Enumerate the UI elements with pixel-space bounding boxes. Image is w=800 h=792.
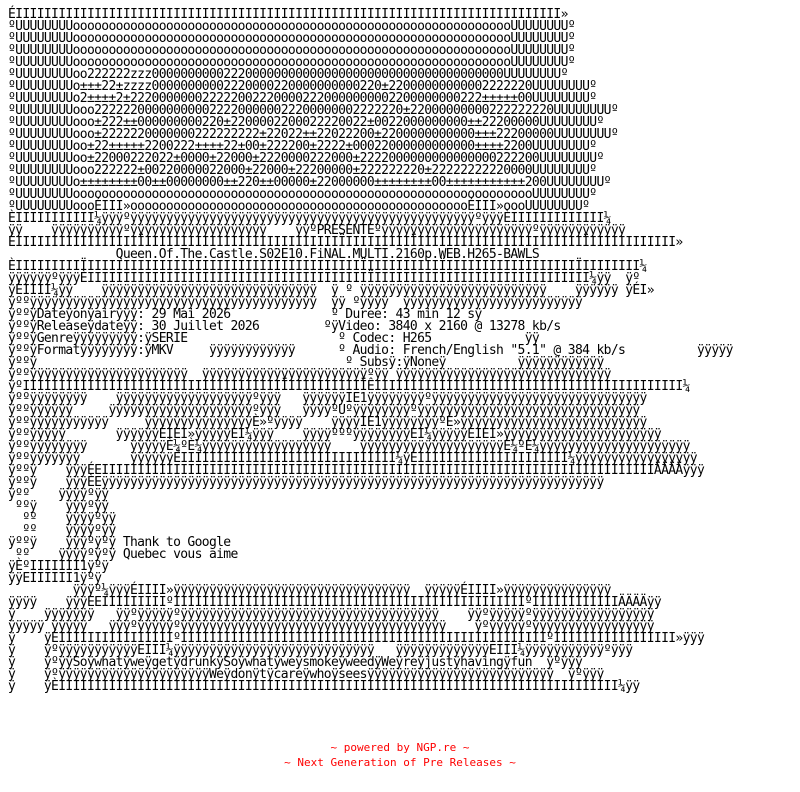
nfo-line: ºUUUUUUUUoooÉIII»ooooooooooooooooooooooo… (8, 199, 590, 214)
nfo-line: ºUUUUUUUUooo222222±00220000022000±22000±… (8, 163, 597, 178)
footer-tagline: ~ Next Generation of Pre Releases ~ (284, 756, 516, 769)
nfo-line: ÿ ÿºÿÿÿÿÿÿÿÿÿÿÿÿÿÿÿÿÿÿÿÿÿWeÿdonÿtÿcareÿw… (8, 667, 604, 682)
nfo-line: ÿ ÿºÿÿSoÿwhatÿweÿgetÿdrunkÿSoÿwhatÿweÿsm… (8, 655, 583, 670)
nfo-line: ÿººÿÿÿÿÿÿÿ ÿÿÿÿÿÿÈIIIIIIIIIIIIIIIIIIIIII… (8, 451, 698, 466)
nfo-line: ÿººÿReleaseÿdateÿÿ: 30 Juillet 2026 ºÿVi… (8, 319, 561, 334)
nfo-line: ÿ ÿÉIIIIIIIIIIIIIIIIºIIIIIIIIIIIIIIIIIII… (8, 631, 705, 646)
nfo-line: ÿººÿÿÿÿÿÿÿÿÿÿÿÿÿÿÿÿÿÿÿÿÿÿ ÿÿÿÿÿÿÿÿÿÿÿÿÿÿ… (8, 367, 611, 382)
nfo-line: ÿºIIIIIIIIIIIIIIIIIIIIIIIIIIIIIIIIIIIIÏI… (8, 379, 690, 394)
nfo-line: ºUUUUUUUUoo±22±±±±±2200222±±±±22±00±2222… (8, 139, 597, 154)
nfo-line: ÿººÿ ÿÿÿºÿºÿ Thank to Google (8, 535, 231, 550)
nfo-line: Queen.Of.The.Castle.S02E10.FiNAL.MULTI.2… (8, 247, 540, 262)
nfo-line: ºº ÿÿÿÿºÿºÿ Quebec vous aime (8, 547, 238, 562)
nfo-line: ÿººÿ ÿÿÿÈEÿÿÿÿÿÿÿÿÿÿÿÿÿÿÿÿÿÿÿÿÿÿÿÿÿÿÿÿÿÿ… (8, 475, 604, 490)
nfo-line: ºUUUUUUUUo2±±±±2±22200000002222200222000… (8, 91, 597, 106)
nfo-line: ÿÿEIIIIII1ÿºÿ (8, 571, 102, 586)
nfo-line: ÈIIIIIIIIIII¼ÿÿÿºÿÿÿÿÿÿÿÿÿÿÿÿÿÿÿÿÿÿÿÿÿÿÿ… (8, 211, 611, 226)
nfo-line: ºº ÿÿÿÿºÿÿ (8, 511, 116, 526)
nfo-line: ºUUUUUUUUooooooooooooooooooooooooooooooo… (8, 43, 576, 58)
nfo-line: ÿ ÿºÿÿÿÿÿÿÿÿÿÿÿEIII¼ÿÿÿÿÿÿÿÿÿÿÿÿÿÿÿÿÿÿÿÿ… (8, 643, 633, 658)
nfo-line: ÿººÿÿÿÿÿÿÿÿ ÿÿÿÿÿÈ¼ºÈ¼ÿÿÿÿÿÿÿÿÿÿÿÿÿÿÿÿÿÿ… (8, 439, 690, 454)
nfo-line: ÉIIIIIIIIIIIIIIIIIÏIIIIIIIIIIIIIIIIIIIII… (8, 235, 683, 250)
nfo-line: ÿººÿÿÿÿÿÿ ÿÿÿÿÿÿÿÿÿÿÿÿÿÿÿÿÿÿÿÿºÿÿÿ ÿÿÿÿº… (8, 403, 640, 418)
nfo-line: ºUUUUUUUUoo±22000222022±0000±22000±22200… (8, 151, 604, 166)
nfo-line: ÿººÿÿÿÿÿ ÿÿÿÿÿÿÉIEI»ÿÿÿÿÿEI¼ÿÿÿ ÿÿÿÿºººÿ… (8, 427, 662, 442)
nfo-line: ºUUUUUUUUo±±±22±zzzz00000000002220000220… (8, 79, 597, 94)
nfo-line: ÿººÿÿÿÿÿÿÿÿÿÿÿ ÿÿÿÿÿÿÿÿÿÿÿÿÿÿÿÈ»ºÿÿÿÿ ÿÿ… (8, 415, 647, 430)
nfo-line: ÈIIIIIIIIIÏIIIIIIIIIIIIIIIIIIIIIIIIIIIII… (8, 259, 647, 274)
nfo-line: ÿººÿDateÿonÿairÿÿÿ: 29 Mai 2026 º Duree:… (8, 307, 482, 322)
nfo-line: ºUUUUUUUUooo±222±±000000000220±220000220… (8, 115, 604, 130)
nfo-line: ºUUUUUUUUooooooooooooooooooooooooooooooo… (8, 19, 576, 34)
nfo-line: ÿÿÿÿ ÿÿÿEEIIIIIIIIIºIIIIIIIIIIIIIIIIIIII… (8, 595, 662, 610)
nfo-line: ÿººÿÿÿÿÿÿÿÿÿÿÿÿÿÿÿÿÿÿÿÿÿÿÿÿÿÿÿÿÿÿÿÿÿÿÿÿÿ… (8, 295, 583, 310)
nfo-line: ºUUUUUUUUooo±2222220000000222222222±2202… (8, 127, 619, 142)
nfo-line: ºUUUUUUUUoo222222zzz00000000002220000000… (8, 67, 568, 82)
nfo-line: ºUUUUUUUUo±±±±±±±±00±±00000000±±220±±000… (8, 175, 611, 190)
nfo-line: ºUUUUUUUUooo2222220000000000222200000022… (8, 103, 619, 118)
nfo-line: ÿÿÿÿÿÿºÿÿÿÈIIIIIIIIIIIIIIIIIIIIIIIIIIIII… (8, 271, 640, 286)
nfo-line: ÿººÿGenreÿÿÿÿÿÿÿÿÿ:ÿSERIE º Codec: H265 … (8, 331, 540, 346)
nfo-line: ºUUUUUUUUooooooooooooooooooooooooooooooo… (8, 187, 597, 202)
nfo-line: ÿººÿ º Subsÿ:ÿNoneÿ ÿÿÿÿÿÿÿÿÿÿÿÿ (8, 355, 604, 370)
nfo-line: ÉIIIIIIIIIIIIIIIIIIIIIIIIIIIIIIIIIIIIIII… (8, 7, 568, 22)
footer: ~ powered by NGP.re ~ ~ Next Generation … (0, 740, 800, 770)
nfo-line: ÿººÿFormatÿÿÿÿÿÿÿÿ:ÿMKV ÿÿÿÿÿÿÿÿÿÿÿÿ º A… (8, 343, 733, 358)
nfo-line: ÿ ÿÿÿÿÿÿÿ ÿÿºÿÿÿÿÿºÿÿÿÿÿÿÿÿÿÿÿÿÿÿÿÿÿÿÿÿÿ… (8, 607, 655, 622)
nfo-line: ÿÿ ÿÿÿÿÿÿÿÿÿÿºÿÿÿÿÿÿÿÿÿÿÿÿÿÿÿÿÿÿÿ ÿÿºPRE… (8, 223, 626, 238)
nfo-line: ÿºº ÿÿÿÿºÿÿ (8, 487, 109, 502)
nfo-line: ººÿ ÿÿÿºÿÿ (8, 499, 109, 514)
nfo-text-block: ÉIIIIIIIIIIIIIIIIIIIIIIIIIIIIIIIIIIIIIII… (8, 7, 733, 694)
footer-powered-by[interactable]: ~ powered by NGP.re ~ (330, 741, 470, 754)
nfo-line: ÿÿÿº¼ÿÿÿÉIIII»ÿÿÿÿÿÿÿÿÿÿÿÿÿÿÿÿÿÿÿÿÿÿÿÿÿÿ… (8, 583, 612, 598)
nfo-line: ºUUUUUUUUooooooooooooooooooooooooooooooo… (8, 55, 576, 70)
nfo-line: ÿººÿ ÿÿÿÉEIIIIIIIIIIIIIIIIIIIIIIIIIIIIII… (8, 463, 705, 478)
nfo-line: ÿÈIIII¼ÿÿ ÿÿÿÿÿÿÿÿÿÿÿÿÿÿÿÿÿÿÿÿÿÿÿÿÿÿÿÿÿÿ… (8, 283, 655, 298)
nfo-line: ÿÿÿÿÿ ÿÿÿÿÿ ÿÿÿºÿÿÿÿÿºÿÿÿÿÿÿÿÿÿÿÿÿÿÿÿÿÿÿ… (8, 619, 655, 634)
nfo-line: ºUUUUUUUUooooooooooooooooooooooooooooooo… (8, 31, 576, 46)
nfo-line: ÿººÿÿÿÿÿÿÿÿ ÿÿÿÿÿÿÿÿÿÿÿÿÿÿÿÿÿÿÿºÿÿÿ ÿÿÿÿ… (8, 391, 647, 406)
nfo-line: ÿÈºIIIIIII1ÿºÿ (8, 559, 109, 574)
nfo-line: ÿ ÿÈIIIIIIIIIIIIIIIIIIIIIIIIIIIIIIIIIIII… (8, 679, 640, 694)
nfo-line: ºº ÿÿÿÿºÿÿ (8, 523, 116, 538)
